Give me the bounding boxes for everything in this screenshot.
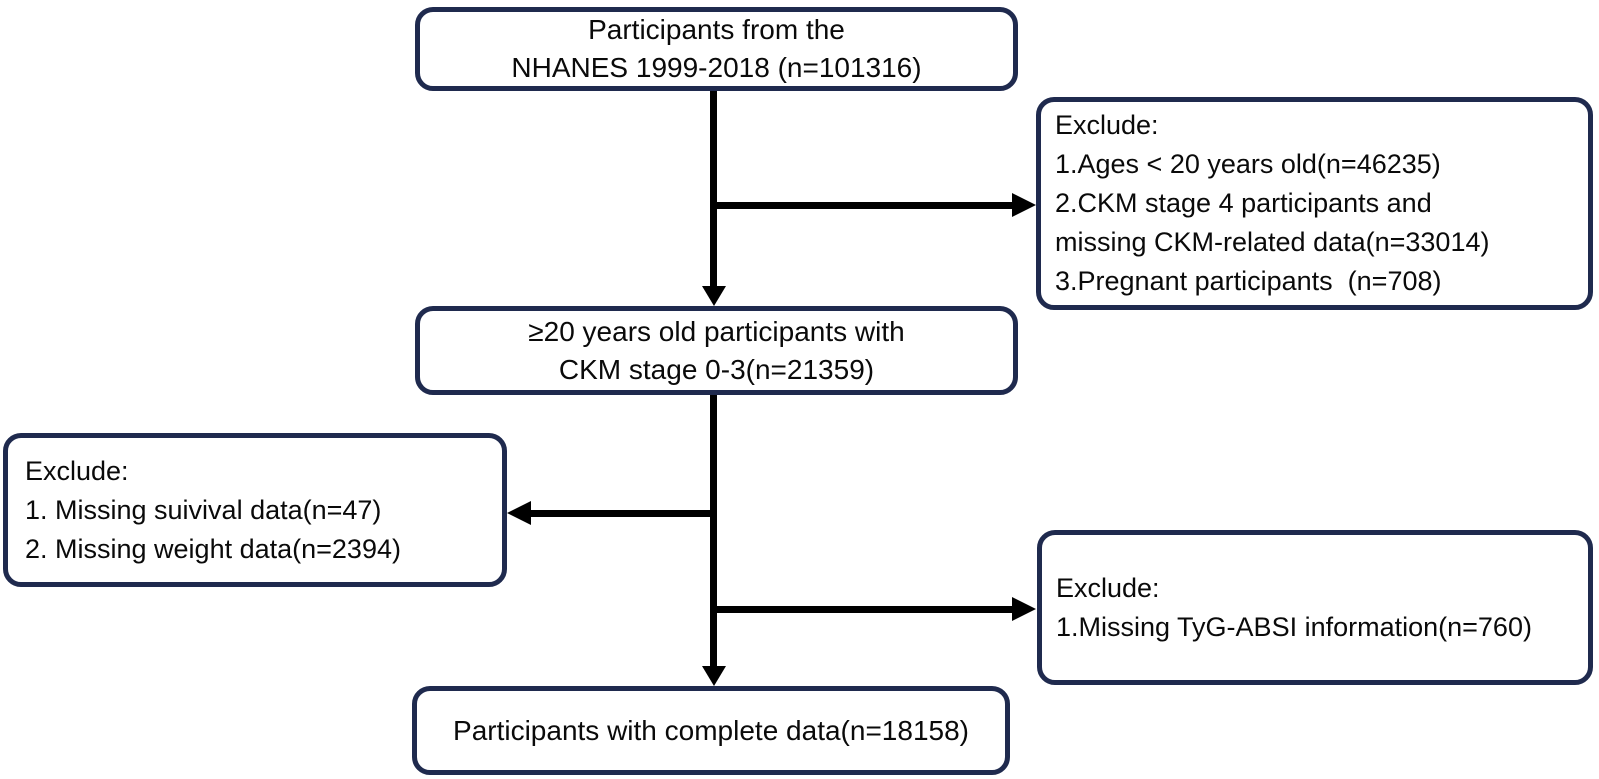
- text-line: 2.CKM stage 4 participants and: [1055, 188, 1432, 218]
- text-line: 3.Pregnant participants (n=708): [1055, 266, 1442, 296]
- box-nhanes-participants: Participants from the NHANES 1999-2018 (…: [415, 7, 1018, 91]
- text-line: Exclude:: [1056, 572, 1160, 603]
- box-complete-data: Participants with complete data(n=18158): [412, 686, 1010, 775]
- text-line: 1.Missing TyG-ABSI information(n=760): [1056, 611, 1532, 642]
- text-line: 2. Missing weight data(n=2394): [25, 533, 401, 564]
- right-arrow-icon: [1012, 193, 1036, 217]
- text-line: NHANES 1999-2018 (n=101316): [511, 52, 922, 83]
- right-arrow-icon: [1012, 597, 1036, 621]
- down-arrow-icon: [702, 666, 726, 686]
- box-exclude-age-ckm-pregnant: Exclude: 1.Ages < 20 years old(n=46235) …: [1036, 97, 1593, 310]
- connector-left-1: [531, 510, 713, 517]
- box-exclude-survival-weight: Exclude: 1. Missing suivival data(n=47) …: [3, 433, 507, 587]
- text-line: missing CKM-related data(n=33014): [1055, 227, 1490, 257]
- text-line: CKM stage 0-3(n=21359): [558, 353, 875, 385]
- left-arrow-icon: [507, 501, 531, 525]
- connector-down-2: [710, 395, 717, 666]
- text-line: 1. Missing suivival data(n=47): [25, 494, 382, 525]
- connector-right-1: [713, 202, 1015, 209]
- box-eligible-participants: ≥20 years old participants with CKM stag…: [415, 306, 1018, 395]
- text-line: Participants with complete data(n=18158): [453, 714, 969, 746]
- text-line: Participants from the: [588, 14, 845, 45]
- text-line: ≥20 years old participants with: [528, 315, 905, 347]
- text-line: 1.Ages < 20 years old(n=46235): [1055, 149, 1441, 179]
- box-exclude-tyg-absi: Exclude: 1.Missing TyG-ABSI information(…: [1037, 530, 1593, 685]
- text-line: Exclude:: [25, 455, 129, 486]
- connector-right-2: [713, 606, 1015, 613]
- down-arrow-icon: [702, 286, 726, 306]
- text-line: Exclude:: [1055, 110, 1159, 140]
- connector-down-1: [710, 91, 717, 288]
